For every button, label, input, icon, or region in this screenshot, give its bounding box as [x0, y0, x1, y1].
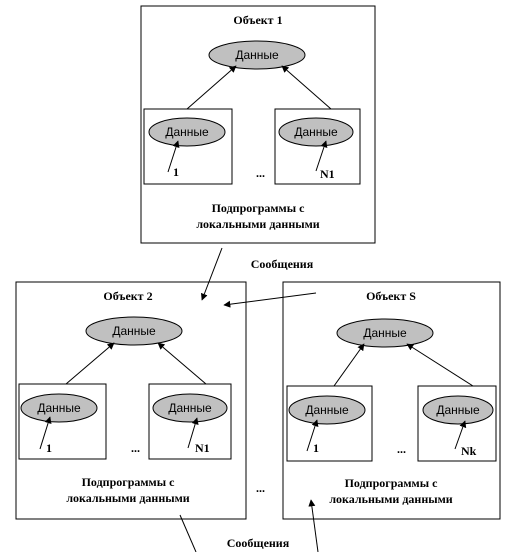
object-2-caption-line-1: Подпрограммы с [82, 475, 175, 489]
object-2-caption-line-2: локальными данными [66, 491, 189, 505]
object-2-data-oval [85, 316, 183, 346]
object-1-sub-n-arrow [315, 140, 328, 172]
object-s-sub-1-label: Данные [305, 403, 349, 417]
object-2-sub-n-arrow [187, 417, 199, 449]
object-1-sub-n-oval [278, 117, 354, 147]
object-2-sub-n-label: Данные [168, 401, 212, 415]
object-1-sub-n-index: N1 [320, 167, 335, 181]
object-2-sub-1-oval [20, 393, 98, 423]
object-1-sub-1-label: Данные [165, 125, 209, 139]
object-s-sub-n-label: Данные [436, 403, 480, 417]
object-s-data-label: Данные [363, 326, 407, 340]
object-1-sub-1-index: 1 [173, 165, 179, 179]
object-1-sub-1-oval [148, 117, 226, 147]
object-s-title: Объект S [366, 289, 416, 303]
messages-label-top: Сообщения [251, 257, 314, 271]
messages-label-bottom: Сообщения [227, 536, 290, 550]
object-s-caption-line-2: локальными данными [329, 492, 452, 506]
object-s-data-oval [336, 318, 434, 348]
object-s-ellipsis: ... [397, 442, 406, 456]
message-arrow-obj2-out [179, 514, 197, 552]
object-2-sub-n-oval [152, 393, 228, 423]
object-2-data-label: Данные [112, 324, 156, 338]
object-2: Объект 2 Данные Данные 1 Данные N1 ... П… [15, 281, 247, 520]
object-2-sub-1-index: 1 [46, 441, 52, 455]
object-s-sub-n-index: Nk [461, 444, 477, 458]
object-2-link-right [157, 342, 207, 385]
object-s-caption-line-1: Подпрограммы с [345, 476, 438, 490]
object-2-link-left [65, 342, 115, 385]
object-2-sub-1-label: Данные [37, 401, 81, 415]
object-s-sub-1-oval [288, 395, 366, 425]
object-1-data-oval [208, 40, 306, 70]
object-1-caption-line-1: Подпрограммы с [212, 201, 305, 215]
object-2-ellipsis: ... [131, 441, 140, 455]
between-objects-ellipsis: ... [256, 481, 265, 495]
object-s-sub-n-oval [422, 395, 494, 425]
message-arrow-objs-to-obj2 [223, 292, 317, 308]
object-2-sub-n-index: N1 [195, 441, 210, 455]
object-s-sub-1-arrow [306, 419, 319, 452]
object-1-ellipsis: ... [256, 166, 265, 180]
object-2-title: Объект 2 [103, 289, 152, 303]
object-2-sub-1-arrow [39, 416, 52, 450]
object-1-title: Объект 1 [233, 13, 282, 27]
object-1-data-label: Данные [235, 48, 279, 62]
object-s: Объект S Данные Данные 1 Данные Nk ... П… [282, 281, 501, 520]
object-1-link-left [186, 65, 237, 110]
message-arrow-into-objs [308, 499, 319, 552]
object-s-sub-1-index: 1 [313, 441, 319, 455]
object-1-sub-n-label: Данные [294, 125, 338, 139]
message-arrow-obj1-to-obj2 [200, 247, 223, 301]
object-s-link-right [406, 343, 474, 387]
object-1-link-right [281, 65, 332, 110]
object-s-link-left [333, 343, 365, 387]
object-1-caption-line-2: локальными данными [196, 217, 319, 231]
object-1: Объект 1 Данные Данные 1 Данные N1 ... П… [140, 5, 376, 244]
object-s-sub-n-arrow [454, 420, 467, 450]
object-1-sub-1-arrow [167, 140, 180, 173]
